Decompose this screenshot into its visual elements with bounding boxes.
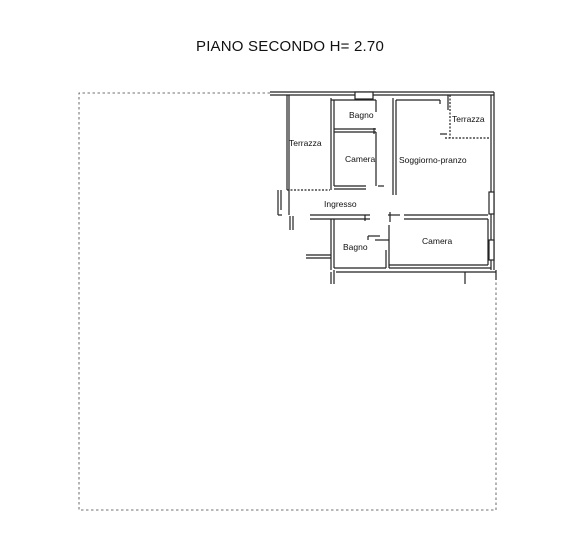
room-label-camera-top: Camera	[345, 154, 376, 164]
room-label-bagno-bottom: Bagno	[343, 242, 368, 252]
room-label-terrazza-left: Terrazza	[289, 138, 322, 148]
room-label-terrazza-right: Terrazza	[452, 114, 485, 124]
lot-boundary	[78, 92, 497, 511]
room-label-bagno-top: Bagno	[349, 110, 374, 120]
room-label-soggiorno: Soggiorno-pranzo	[399, 155, 467, 165]
plan-title: PIANO SECONDO H= 2.70	[195, 38, 384, 55]
room-label-camera-bottom: Camera	[422, 236, 453, 246]
walls	[270, 91, 497, 284]
room-label-ingresso: Ingresso	[324, 199, 357, 209]
